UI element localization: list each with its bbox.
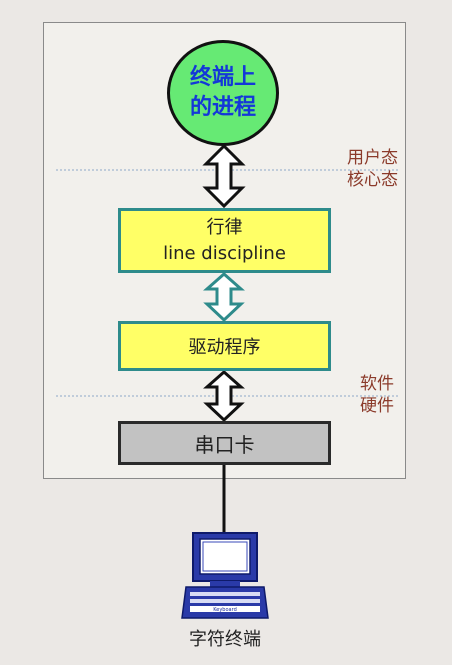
driver-box: 驱动程序 [118, 321, 331, 371]
process-ld-double-arrow [202, 143, 246, 209]
software-label: 软件 [360, 374, 394, 394]
line-discipline-label-en: line discipline [163, 242, 286, 264]
user-kernel-boundary-label: 用户态 核心态 [330, 147, 398, 191]
ld-driver-double-arrow [203, 271, 245, 323]
line-discipline-box: 行律 line discipline [118, 208, 331, 273]
terminal-computer-icon: Keyboard [181, 532, 269, 619]
driver-serial-double-arrow [203, 369, 245, 423]
line-discipline-label-cn: 行律 [206, 216, 243, 238]
keyboard-brand-text: Keyboard [213, 607, 237, 613]
serial-card-box: 串口卡 [118, 421, 331, 465]
character-terminal-label: 字符终端 [189, 629, 261, 650]
serial-card-label: 串口卡 [194, 432, 255, 457]
user-mode-label: 用户态 [347, 148, 398, 168]
hardware-label: 硬件 [360, 396, 394, 416]
kernel-mode-label: 核心态 [347, 170, 398, 190]
process-label-line2: 的进程 [189, 95, 256, 120]
driver-label: 驱动程序 [188, 337, 261, 358]
terminal-process-node: 终端上 的进程 [167, 40, 279, 146]
process-label-line1: 终端上 [189, 65, 256, 90]
software-hardware-boundary-label: 软件 硬件 [340, 373, 394, 417]
